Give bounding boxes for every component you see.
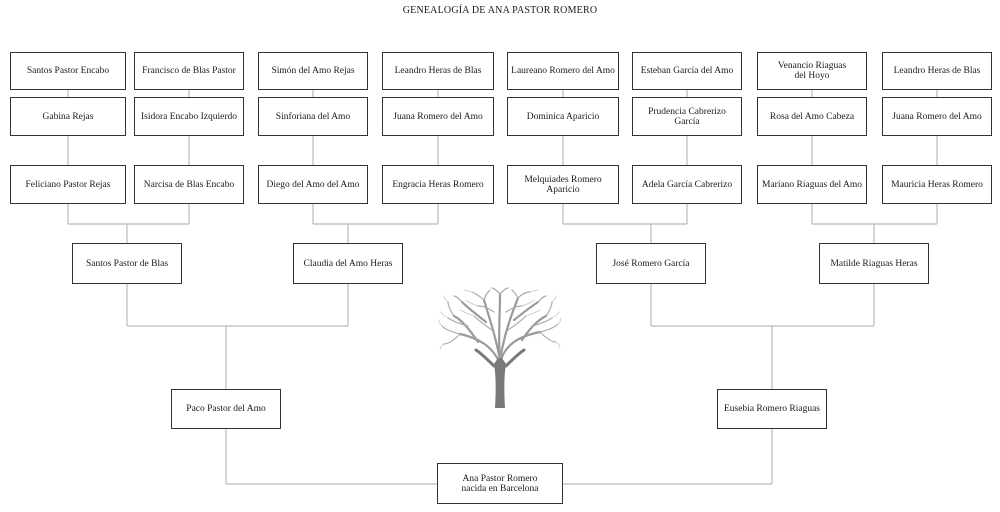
page-title: GENEALOGÍA DE ANA PASTOR ROMERO xyxy=(402,5,598,16)
person-box-gp-7: Mariano Riaguas del Amo xyxy=(757,165,867,204)
person-box-grandparent-4: Matilde Riaguas Heras xyxy=(819,243,929,284)
person-box-grandparent-3: José Romero García xyxy=(596,243,706,284)
person-box-ggp-male-8: Leandro Heras de Blas xyxy=(882,52,992,90)
person-box-ggp-male-6: Esteban García del Amo xyxy=(632,52,742,90)
person-box-ggp-female-8: Juana Romero del Amo xyxy=(882,97,992,136)
person-box-ggp-male-4: Leandro Heras de Blas xyxy=(382,52,494,90)
person-box-ggp-female-5: Dominica Aparicio xyxy=(507,97,619,136)
person-box-ggp-female-4: Juana Romero del Amo xyxy=(382,97,494,136)
person-box-ggp-male-1: Santos Pastor Encabo xyxy=(10,52,126,90)
person-box-gp-8: Mauricia Heras Romero xyxy=(882,165,992,204)
person-box-ggp-male-7: Venancio Riaguas del Hoyo xyxy=(757,52,867,90)
person-box-root: Ana Pastor Romero nacida en Barcelona xyxy=(437,463,563,504)
person-box-gp-3: Diego del Amo del Amo xyxy=(258,165,368,204)
person-box-grandparent-2: Claudia del Amo Heras xyxy=(293,243,403,284)
person-box-ggp-female-6: Prudencia Cabrerizo García xyxy=(632,97,742,136)
tree-icon xyxy=(438,287,562,408)
person-box-grandparent-1: Santos Pastor de Blas xyxy=(72,243,182,284)
person-box-gp-6: Adela García Cabrerizo xyxy=(632,165,742,204)
person-box-gp-1: Feliciano Pastor Rejas xyxy=(10,165,126,204)
person-box-ggp-male-5: Laureano Romero del Amo xyxy=(507,52,619,90)
person-box-gp-2: Narcisa de Blas Encabo xyxy=(134,165,244,204)
person-box-ggp-male-3: Simón del Amo Rejas xyxy=(258,52,368,90)
person-box-gp-4: Engracia Heras Romero xyxy=(382,165,494,204)
person-box-ggp-female-7: Rosa del Amo Cabeza xyxy=(757,97,867,136)
person-box-gp-5: Melquiades Romero Aparicio xyxy=(507,165,619,204)
person-box-father: Paco Pastor del Amo xyxy=(171,389,281,429)
person-box-ggp-female-1: Gabina Rejas xyxy=(10,97,126,136)
person-box-ggp-female-3: Sinforiana del Amo xyxy=(258,97,368,136)
person-box-ggp-male-2: Francisco de Blas Pastor xyxy=(134,52,244,90)
person-box-ggp-female-2: Isidora Encabo Izquierdo xyxy=(134,97,244,136)
person-box-mother: Eusebia Romero Riaguas xyxy=(717,389,827,429)
